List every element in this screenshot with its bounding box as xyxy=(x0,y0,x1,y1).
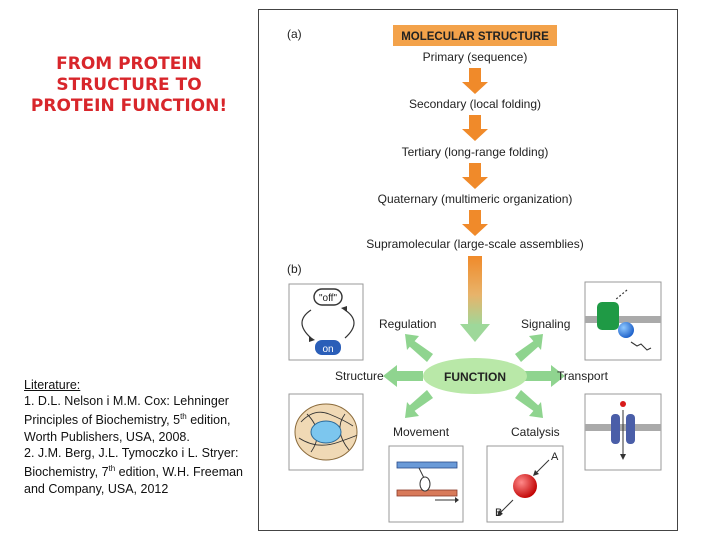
slide-title: FROM PROTEIN STRUCTURE TO PROTEIN FUNCTI… xyxy=(14,54,244,117)
transport-illustration xyxy=(584,393,662,471)
switch-off-label: "off" xyxy=(319,293,337,304)
switch-on-label: on xyxy=(322,344,333,355)
arrow-quaternary-supramolecular xyxy=(462,210,488,236)
regulation-illustration: "off" on xyxy=(288,283,364,361)
signaling-label: Signaling xyxy=(521,317,570,331)
function-label: FUNCTION xyxy=(444,370,506,384)
panel-a-label: (a) xyxy=(287,27,302,41)
function-oval xyxy=(423,358,527,394)
signaling-illustration xyxy=(584,281,662,361)
reference-1-sup: th xyxy=(180,412,187,422)
molecular-structure-box xyxy=(393,25,557,46)
reference-2-main: 2. J.M. Berg, J.L. Tymoczko i L. Stryer:… xyxy=(24,445,239,480)
arrow-primary-secondary xyxy=(462,68,488,94)
primary-level-label: Primary (sequence) xyxy=(423,50,528,64)
catalysis-substrate-a: A xyxy=(551,451,559,463)
secondary-level-label: Secondary (local folding) xyxy=(409,97,541,111)
structure-illustration xyxy=(288,393,364,471)
tertiary-level-label: Tertiary (long-range folding) xyxy=(402,145,549,159)
function-radial-arrows xyxy=(383,334,565,418)
arrow-tertiary-quaternary xyxy=(462,163,488,189)
transport-label: Transport xyxy=(557,369,609,383)
protein-structure-function-diagram: (a) (b) MOLECULAR STRUCTURE Primary (seq… xyxy=(287,25,662,523)
catalysis-illustration: A B xyxy=(486,445,564,523)
reference-1-rest: edition, Worth Publishers, USA, 2008. xyxy=(24,413,231,444)
catalysis-product-b: B xyxy=(495,507,502,519)
arrow-structure-to-function xyxy=(460,256,490,342)
literature-block: Literature: 1. D.L. Nelson i M.M. Cox: L… xyxy=(24,377,246,497)
reference-1-main: 1. D.L. Nelson i M.M. Cox: Lehninger Pri… xyxy=(24,394,229,428)
catalysis-label: Catalysis xyxy=(511,425,560,439)
literature-heading: Literature: xyxy=(24,378,81,392)
arrow-secondary-tertiary xyxy=(462,115,488,141)
supramolecular-level-label: Supramolecular (large-scale assemblies) xyxy=(366,237,583,251)
regulation-label: Regulation xyxy=(379,317,436,331)
title-line-1: FROM PROTEIN xyxy=(56,54,202,74)
title-line-2: STRUCTURE TO xyxy=(56,75,202,95)
molecular-structure-label: MOLECULAR STRUCTURE xyxy=(401,31,549,43)
panel-b-label: (b) xyxy=(287,262,302,276)
movement-illustration xyxy=(388,445,464,523)
figure-frame: (a) (b) MOLECULAR STRUCTURE Primary (seq… xyxy=(258,9,678,531)
movement-label: Movement xyxy=(393,425,450,439)
title-line-3: PROTEIN FUNCTION! xyxy=(30,96,228,116)
reference-2-rest: edition, W.H. Freeman and Company, USA, … xyxy=(24,465,244,496)
quaternary-level-label: Quaternary (multimeric organization) xyxy=(378,192,573,206)
reference-2-sup: th xyxy=(108,464,116,474)
structure-label: Structure xyxy=(335,369,384,383)
